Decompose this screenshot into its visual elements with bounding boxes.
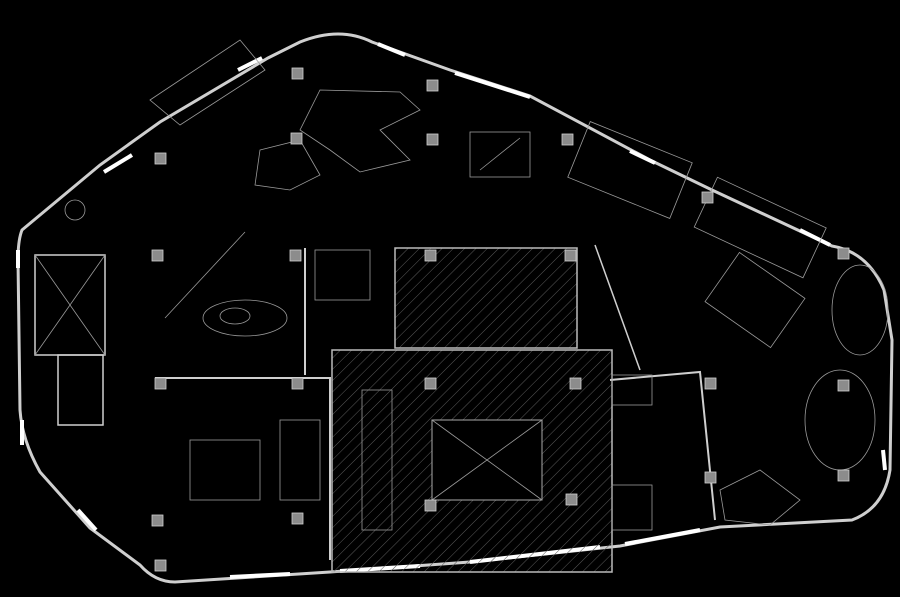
furniture [64,121,889,526]
interior-walls [34,131,716,560]
stair-sculpture [149,39,421,191]
structural-columns [151,67,850,572]
service-core [394,247,578,349]
